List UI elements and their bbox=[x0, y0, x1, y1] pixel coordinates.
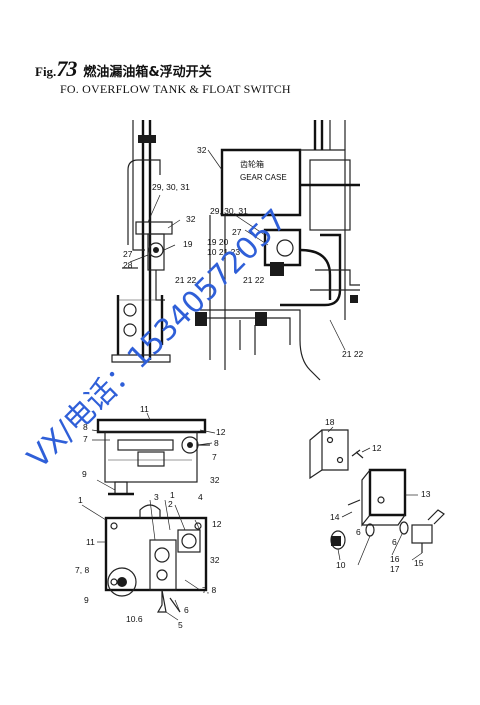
callout-4: 4 bbox=[198, 492, 203, 502]
callout-9-top: 9 bbox=[82, 469, 87, 479]
callout-1-bottom: 1 bbox=[78, 495, 83, 505]
callout-11-top: 11 bbox=[140, 404, 149, 414]
callout-7-right: 7 bbox=[212, 452, 217, 462]
callout-16: 16 bbox=[390, 554, 400, 564]
figure-number: 73 bbox=[56, 56, 77, 81]
callout-1-top: 1 bbox=[170, 490, 175, 500]
callout-32-mid: 32 bbox=[210, 475, 220, 485]
callout-5: 5 bbox=[178, 620, 183, 630]
callout-27-right: 27 bbox=[232, 227, 242, 237]
callout-13: 13 bbox=[421, 489, 431, 499]
callout-21-22-right: 21 22 bbox=[342, 349, 364, 359]
callout-27-left: 27 bbox=[123, 249, 133, 259]
callout-32-left: 32 bbox=[186, 214, 196, 224]
callout-32-gear: 32 bbox=[197, 145, 207, 155]
callout-7-8-left: 7, 8 bbox=[75, 565, 89, 575]
callout-29-30-31-right: 29, 30, 31 bbox=[210, 206, 248, 216]
callout-11-bottom: 11 bbox=[86, 537, 95, 547]
exploded-parts bbox=[309, 429, 445, 553]
callout-7-left: 7 bbox=[83, 434, 88, 444]
callout-21-22-mid: 21 22 bbox=[243, 275, 265, 285]
callout-7-8-right: 7, 8 bbox=[202, 585, 216, 595]
callout-6-exploded-a: 6 bbox=[356, 527, 361, 537]
callout-labels: 32 29, 30, 31 32 19 27 28 21 22 29, 30, … bbox=[75, 145, 431, 630]
callout-19-20: 19 20 bbox=[207, 237, 229, 247]
callout-17: 17 bbox=[390, 564, 400, 574]
leader-lines bbox=[81, 149, 423, 621]
callout-2: 2 bbox=[168, 499, 173, 509]
callout-3: 3 bbox=[154, 492, 159, 502]
callout-12-exploded: 12 bbox=[372, 443, 382, 453]
callout-10: 10 bbox=[336, 560, 346, 570]
callout-29-30-31-left: 29, 30, 31 bbox=[152, 182, 190, 192]
callout-8-right: 8 bbox=[214, 438, 219, 448]
left-piping-assembly bbox=[111, 120, 173, 363]
callout-21-22-left: 21 22 bbox=[175, 275, 197, 285]
gear-case-label-zh: 齿轮箱 bbox=[240, 159, 264, 169]
figure-subtitle: FO. OVERFLOW TANK & FLOAT SWITCH bbox=[60, 82, 291, 96]
callout-6-exploded-b: 6 bbox=[392, 537, 397, 547]
callout-9-bottom: 9 bbox=[84, 595, 89, 605]
callout-19-left: 19 bbox=[183, 239, 193, 249]
gear-case-label-en: GEAR CASE bbox=[240, 173, 287, 182]
callout-12-top: 12 bbox=[216, 427, 226, 437]
figure-prefix: Fig. bbox=[35, 64, 57, 79]
callout-10-21-23: 10 21 23 bbox=[207, 247, 240, 257]
callout-8-left: 8 bbox=[83, 422, 88, 432]
callout-10-6: 10.6 bbox=[126, 614, 143, 624]
callout-14: 14 bbox=[330, 512, 340, 522]
callout-12-bottom: 12 bbox=[212, 519, 222, 529]
callout-32-bottom: 32 bbox=[210, 555, 220, 565]
callout-28-left: 28 bbox=[123, 260, 133, 270]
figure-title-chinese: 燃油漏油箱&浮动开关 bbox=[83, 65, 212, 80]
tank-front-view bbox=[96, 418, 210, 496]
tank-plan-view bbox=[104, 504, 208, 613]
gear-case-assembly bbox=[195, 120, 360, 381]
callout-15: 15 bbox=[414, 558, 424, 568]
callout-6-bottom: 6 bbox=[184, 605, 189, 615]
figure-header: Fig.73 燃油漏油箱&浮动开关 bbox=[35, 56, 212, 82]
callout-18: 18 bbox=[325, 417, 335, 427]
